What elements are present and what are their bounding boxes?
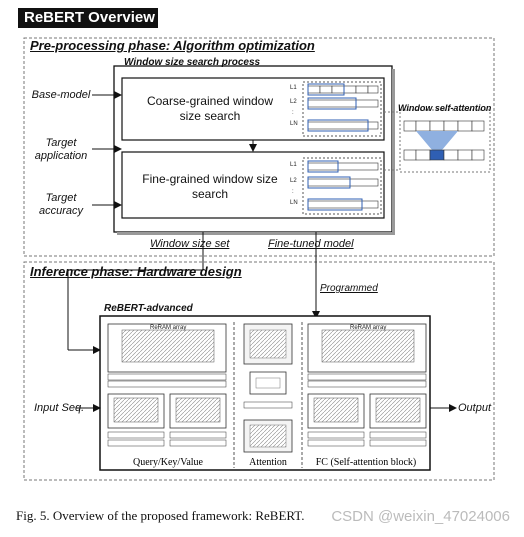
window-attn-box	[399, 109, 491, 173]
fine-tuned-model-label: Fine-tuned model	[268, 238, 354, 250]
coarse-label: Coarse-grained window size search	[146, 94, 274, 123]
programmed-label: Programmed	[320, 283, 378, 294]
window-attn-tokens	[403, 120, 485, 161]
fine-token-grid	[302, 157, 382, 215]
output-label: Output	[458, 402, 492, 414]
input-target-accuracy: Target accuracy	[38, 192, 84, 217]
window-attn-label: Window self-attention	[398, 103, 492, 113]
coarse-token-grid	[302, 81, 382, 137]
input-seq-label: Input Seq.	[34, 402, 85, 414]
input-target-application: Target application	[34, 137, 88, 162]
qkv-arrays	[107, 323, 227, 447]
block-fc-label: FC (Self-attention block)	[315, 457, 417, 468]
fc-arrays	[307, 323, 427, 447]
qkv-reram-label: ReRAM array	[150, 325, 187, 331]
fine-layer-dots: :	[292, 189, 294, 195]
inference-panel	[23, 261, 495, 481]
fine-layer-n: LN	[290, 200, 298, 206]
block-attention-label: Attention	[249, 457, 287, 468]
rebert-advanced-label: ReBERT-advanced	[104, 303, 193, 314]
block-qkv-label: Query/Key/Value	[133, 457, 203, 468]
coarse-layer-2: L2	[290, 99, 297, 105]
fc-reram-label: ReRAM array	[350, 325, 387, 331]
input-base-model: Base-model	[31, 89, 91, 101]
attention-unit	[243, 323, 293, 453]
preprocess-heading: Pre-processing phase: Algorithm optimiza…	[30, 38, 315, 53]
diagram-title: ReBERT Overview	[18, 8, 158, 28]
watermark: CSDN @weixin_47024006	[331, 508, 510, 525]
coarse-layer-n: LN	[290, 121, 298, 127]
coarse-layer-dots: :	[292, 110, 294, 116]
window-size-set-label: Window size set	[150, 238, 230, 250]
inference-heading: Inference phase: Hardware design	[30, 264, 242, 279]
search-process-title: Window size search process	[124, 57, 261, 68]
fine-layer-2: L2	[290, 178, 297, 184]
figure-caption: Fig. 5. Overview of the proposed framewo…	[16, 508, 305, 523]
fine-layer-1: L1	[290, 162, 297, 168]
preprocess-panel	[23, 37, 495, 257]
fine-label: Fine-grained window size search	[142, 172, 278, 201]
coarse-layer-1: L1	[290, 85, 297, 91]
